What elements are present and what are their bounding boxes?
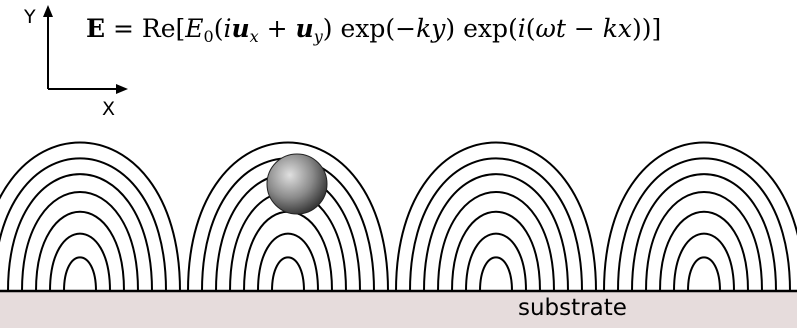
substrate	[0, 291, 797, 328]
field-line-arch	[187, 141, 389, 292]
field-line-arch	[659, 210, 749, 292]
x-arrowhead	[116, 84, 128, 94]
field-line-arch	[645, 191, 763, 292]
field-line-arch	[63, 256, 97, 292]
substrate-label: substrate	[518, 295, 627, 321]
field-line-arch	[243, 210, 333, 292]
field-line-arch	[437, 191, 555, 292]
field-line-arch	[0, 141, 181, 292]
field-line-arch	[21, 191, 139, 292]
y-axis-label: Y	[24, 6, 36, 28]
eq-minus: −	[565, 14, 603, 43]
field-line-arch	[7, 173, 153, 292]
eq-paren: (	[525, 14, 536, 43]
eq-ky: ky	[416, 14, 446, 43]
eq-exp2: ) exp(	[445, 14, 518, 43]
eq-close: ))]	[632, 14, 662, 43]
y-arrowhead	[43, 5, 53, 17]
field-equation: E = Re[E0(iux + uy) exp(−ky) exp(i(ωt − …	[86, 14, 662, 46]
field-line-arch	[49, 232, 111, 292]
eq-i2: i	[517, 14, 526, 43]
eq-equals: = Re[	[105, 14, 186, 43]
field-line-arch	[687, 256, 721, 292]
eq-kx: kx	[602, 14, 633, 43]
eq-amplitude: E	[185, 14, 204, 43]
eq-field: E	[86, 14, 106, 43]
field-line-arch	[395, 141, 597, 292]
eq-omega-t: ωt	[535, 14, 566, 43]
field-line-arch	[631, 173, 777, 292]
eq-open: (	[213, 14, 224, 43]
field-line-arch	[603, 141, 797, 292]
coordinate-axes	[43, 5, 128, 94]
x-axis-label: X	[102, 98, 116, 120]
field-line-arch	[423, 173, 569, 292]
field-line-arch	[257, 232, 319, 292]
eq-u2: u	[295, 14, 314, 43]
field-line-arch	[465, 232, 527, 292]
eq-u2-sub: y	[313, 27, 323, 46]
field-line-arch	[271, 256, 305, 292]
field-line-arch	[0, 157, 167, 292]
eq-u1-sub: x	[249, 27, 259, 46]
field-line-arch	[673, 232, 735, 292]
field-line-arch	[409, 157, 583, 292]
field-line-arch	[451, 210, 541, 292]
eq-i1: i	[223, 14, 232, 43]
field-line-arch	[617, 157, 791, 292]
field-line-arch	[35, 210, 125, 292]
field-line-arch	[479, 256, 513, 292]
eq-plus: +	[258, 14, 296, 43]
field-lines	[0, 141, 797, 292]
eq-amplitude-sub: 0	[203, 27, 214, 46]
particle-sphere	[266, 153, 328, 215]
eq-exp1: ) exp(−	[322, 14, 417, 43]
eq-u1: u	[231, 14, 250, 43]
